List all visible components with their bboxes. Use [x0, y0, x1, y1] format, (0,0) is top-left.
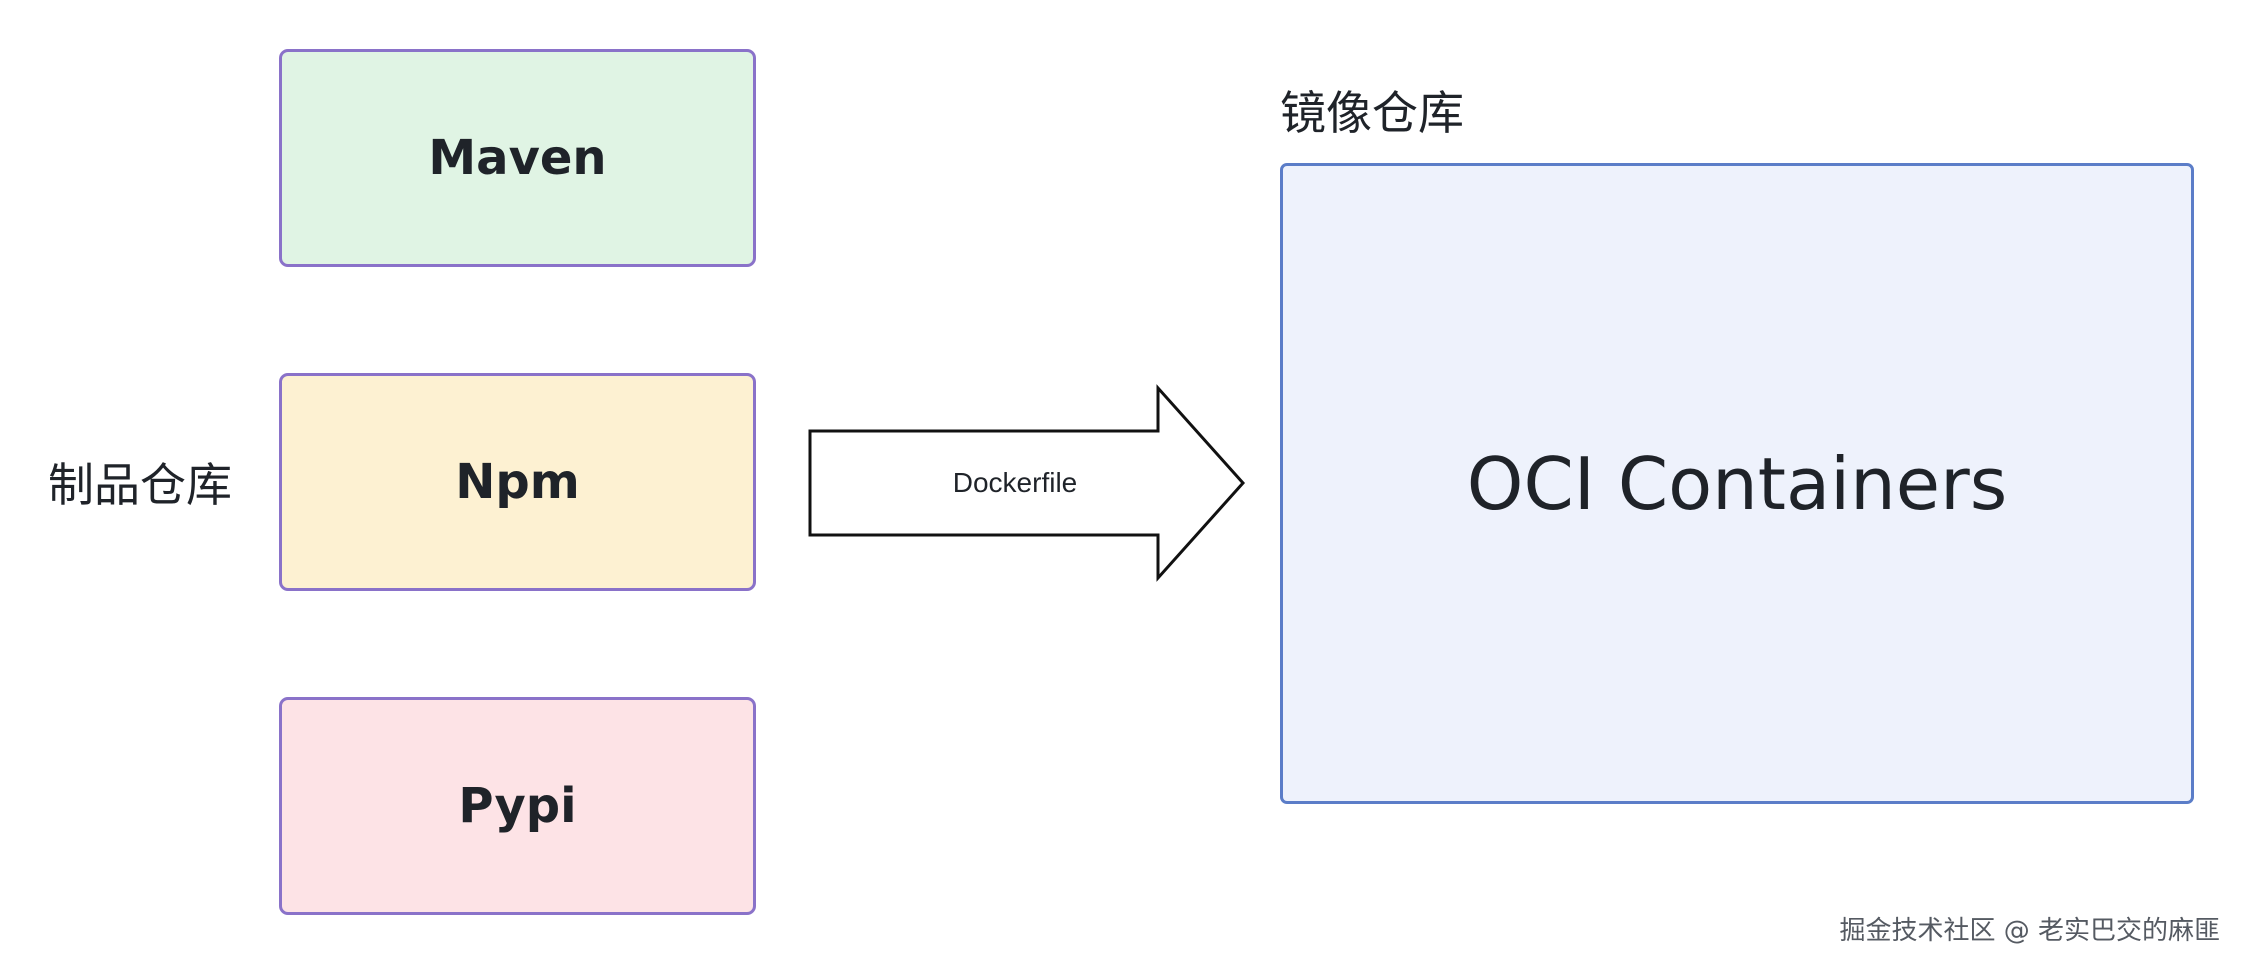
- maven-box: Maven: [279, 49, 756, 267]
- npm-label: Npm: [455, 454, 580, 510]
- oci-containers-label: OCI Containers: [1466, 441, 2008, 526]
- artifact-repo-label: 制品仓库: [48, 458, 232, 512]
- oci-containers-box: OCI Containers: [1280, 163, 2194, 804]
- maven-label: Maven: [428, 130, 607, 186]
- watermark: 掘金技术社区 @ 老实巴交的麻匪: [1839, 916, 2220, 946]
- dockerfile-arrow-icon: [808, 384, 1246, 582]
- image-repo-label: 镜像仓库: [1280, 86, 1464, 140]
- pypi-box: Pypi: [279, 697, 756, 915]
- npm-box: Npm: [279, 373, 756, 591]
- dockerfile-label: Dockerfile: [952, 467, 1078, 498]
- pypi-label: Pypi: [458, 778, 577, 834]
